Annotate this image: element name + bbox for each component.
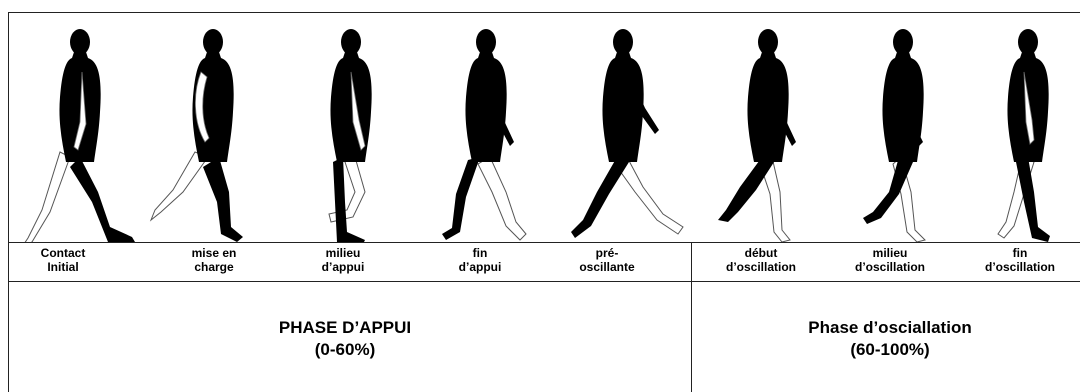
figure-pre-oscillante [571,29,683,238]
figure-fin-oscillation [998,29,1050,242]
figure-milieu-appui [329,29,372,242]
figure-contact-initial [22,29,135,242]
gait-figures [8,12,1080,242]
divider-bottom [8,281,1080,282]
stance-phase-title: PHASE D’APPUI(0-60%) [220,317,470,361]
figure-mise-en-charge [151,29,243,242]
figure-debut-oscillation [718,29,796,242]
figure-milieu-oscillation [863,29,925,242]
swing-phase-title: Phase d’osciallation(60-100%) [760,317,1020,361]
figure-fin-appui [442,29,526,240]
label-pre-oscillante: pré-oscillante [547,246,667,274]
divider-phase [691,242,692,392]
divider-top [8,242,1080,243]
